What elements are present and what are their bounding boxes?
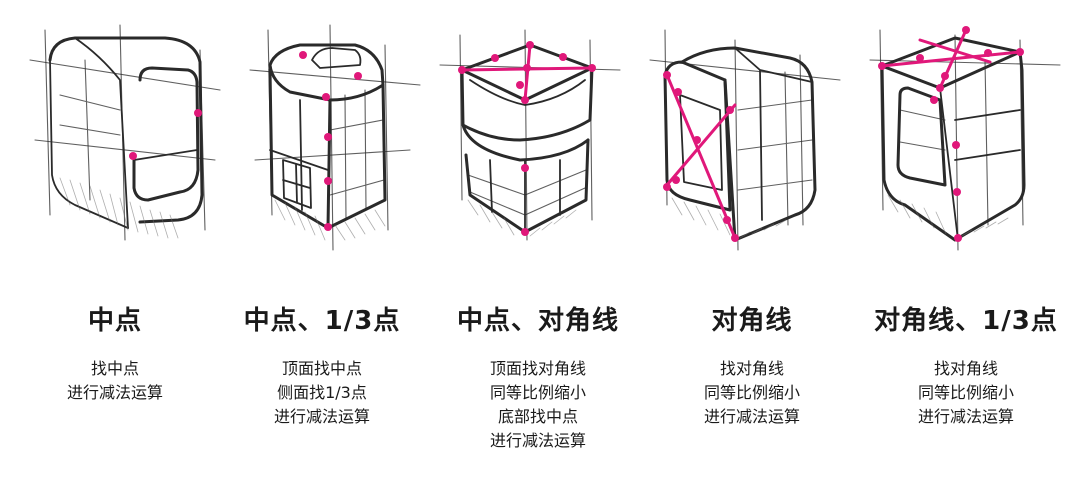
description-line: 进行减法运算 xyxy=(917,407,1014,426)
panel-caption-5: 对角线、1/3点 找对角线 同等比例缩小 进行减法运算 xyxy=(866,300,1066,429)
diagonal-line xyxy=(523,43,532,102)
markers-1 xyxy=(129,109,202,160)
markers-5 xyxy=(878,26,1024,242)
description-line: 顶面找对角线 xyxy=(489,359,586,378)
panel-title: 对角线 xyxy=(711,306,793,336)
panel-description: 顶面找对角线 同等比例缩小 底部找中点 进行减法运算 xyxy=(438,357,638,453)
box-sketch-4 xyxy=(649,29,841,251)
midpoint-dot xyxy=(521,228,529,236)
description-line: 找中点 xyxy=(90,359,139,378)
midpoint-dot xyxy=(194,109,202,117)
panel-caption-2: 中点、1/3点 顶面找中点 侧面找1/3点 进行减法运算 xyxy=(222,300,422,429)
panel-caption-3: 中点、对角线 顶面找对角线 同等比例缩小 底部找中点 进行减法运算 xyxy=(438,300,638,453)
description-line: 顶面找中点 xyxy=(281,359,362,378)
description-line: 进行减法运算 xyxy=(703,407,800,426)
diagonal-line xyxy=(665,103,737,187)
panel-caption-1: 中点 找中点 进行减法运算 xyxy=(15,300,215,405)
diagonal-line xyxy=(918,38,992,64)
third-point-dot xyxy=(324,133,332,141)
panel-caption-4: 对角线 找对角线 同等比例缩小 进行减法运算 xyxy=(652,300,852,429)
third-point-dot xyxy=(952,141,960,149)
description-line: 进行减法运算 xyxy=(66,383,163,402)
third-point-dot xyxy=(953,188,961,196)
description-line: 底部找中点 xyxy=(497,407,578,426)
third-point-dot xyxy=(324,223,332,231)
markers-3 xyxy=(458,41,596,236)
diagonal-line xyxy=(880,50,1022,68)
midpoint-dot xyxy=(354,72,362,80)
markers-4 xyxy=(663,71,739,242)
third-point-dot xyxy=(954,234,962,242)
description-line: 同等比例缩小 xyxy=(703,383,800,402)
midpoint-dot xyxy=(322,93,330,101)
panel-title: 中点、1/3点 xyxy=(243,306,401,336)
description-line: 找对角线 xyxy=(719,359,784,378)
panel-description: 顶面找中点 侧面找1/3点 进行减法运算 xyxy=(222,357,422,429)
description-line: 进行减法运算 xyxy=(489,431,586,450)
description-line: 同等比例缩小 xyxy=(917,383,1014,402)
markers-2 xyxy=(299,51,362,231)
third-point-dot xyxy=(324,177,332,185)
description-line: 侧面找1/3点 xyxy=(277,383,367,402)
box-sketch-1 xyxy=(29,24,221,241)
midpoint-dot xyxy=(299,51,307,59)
panel-description: 找对角线 同等比例缩小 进行减法运算 xyxy=(866,357,1066,429)
diagonal-line xyxy=(665,73,737,240)
description-line: 同等比例缩小 xyxy=(489,383,586,402)
description-line: 找对角线 xyxy=(933,359,998,378)
panel-title: 中点、对角线 xyxy=(456,306,619,336)
panel-title: 对角线、1/3点 xyxy=(874,306,1058,336)
box-sketch-5 xyxy=(869,29,1061,251)
panel-description: 找对角线 同等比例缩小 进行减法运算 xyxy=(652,357,852,429)
panel-title: 中点 xyxy=(87,306,142,336)
midpoint-dot xyxy=(521,164,529,172)
midpoint-dot xyxy=(129,152,137,160)
box-sketch-2 xyxy=(249,24,421,251)
description-line: 进行减法运算 xyxy=(273,407,370,426)
panel-description: 找中点 进行减法运算 xyxy=(15,357,215,405)
